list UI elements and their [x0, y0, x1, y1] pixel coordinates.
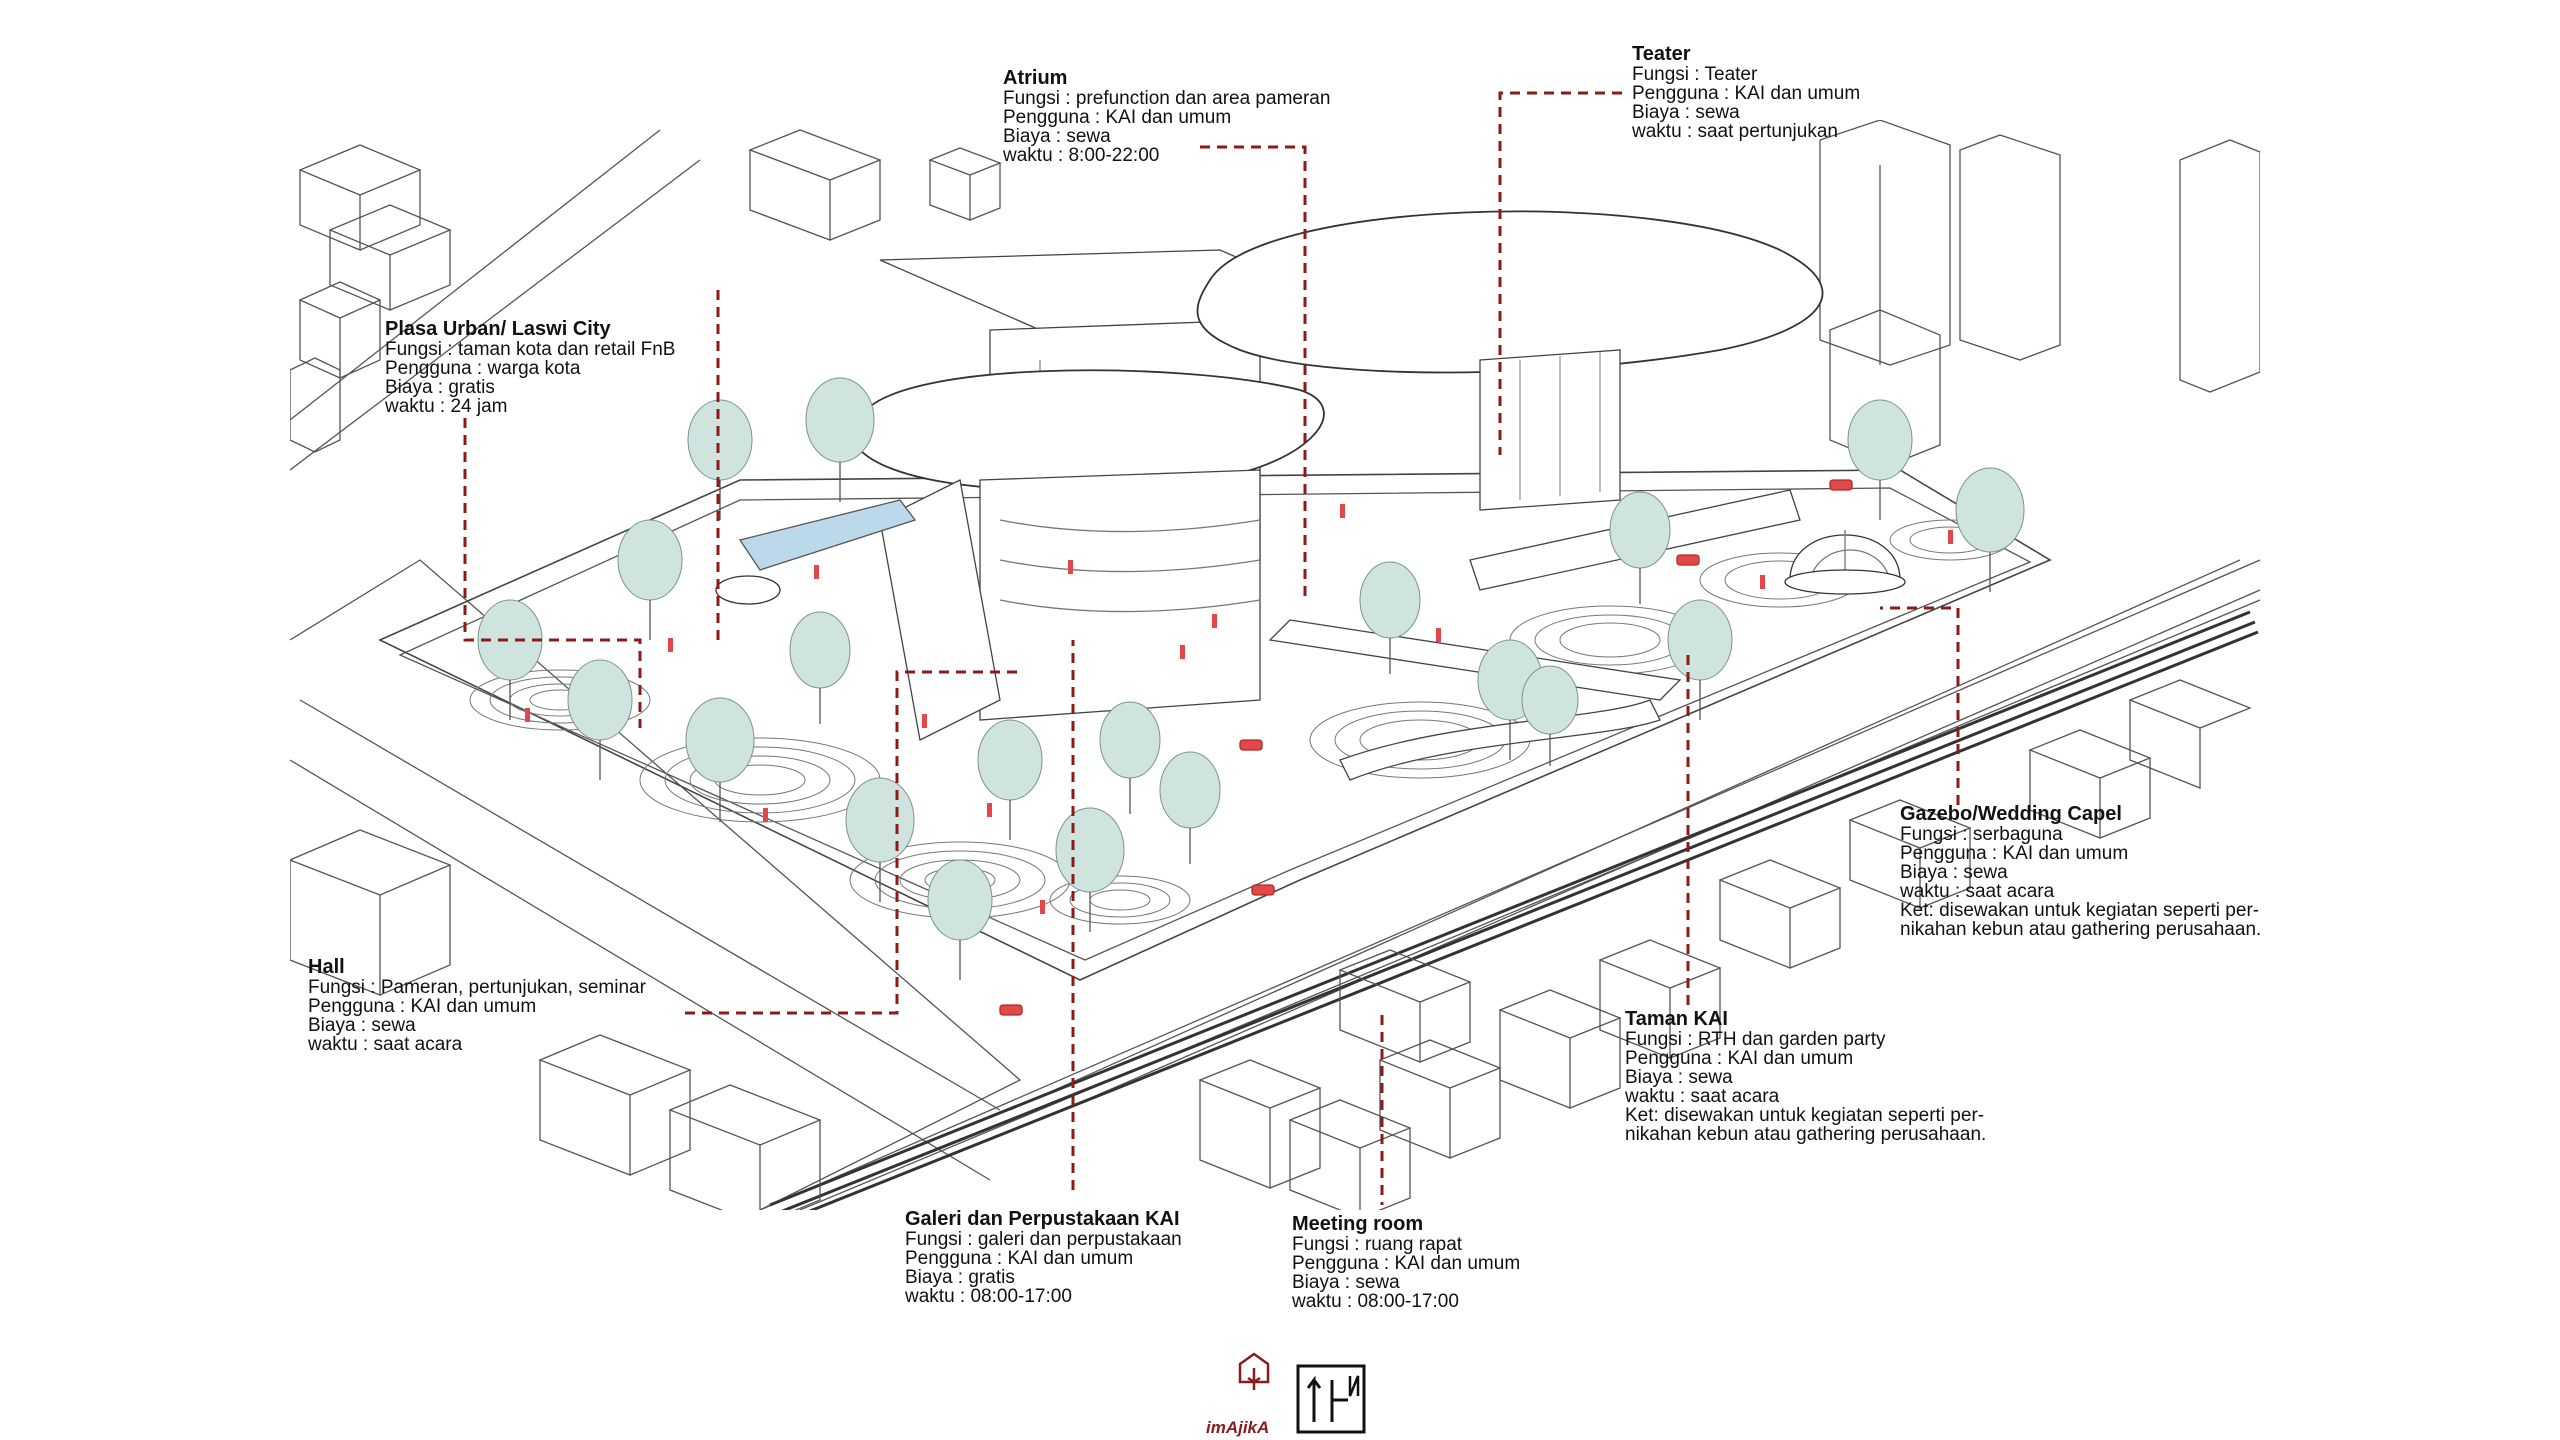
label-taman-line: Pengguna : KAI dan umum: [1625, 1048, 1854, 1069]
label-teater-line: Pengguna : KAI dan umum: [1632, 83, 1861, 104]
label-hall: Hall Fungsi : Pameran, pertunjukan, semi…: [308, 956, 646, 1055]
label-hall-line: Pengguna : KAI dan umum: [308, 996, 537, 1017]
label-teater-line: waktu : saat pertunjukan: [1632, 121, 1838, 142]
label-taman-title: Taman KAI: [1625, 1008, 1728, 1030]
label-hall-line: Biaya : sewa: [308, 1015, 416, 1036]
label-taman-line: Fungsi : RTH dan garden party: [1625, 1029, 1886, 1050]
railway: [769, 610, 2259, 1210]
label-gazebo-line: Biaya : sewa: [1900, 862, 2008, 883]
label-galeri-line: Pengguna : KAI dan umum: [905, 1248, 1134, 1269]
leader-hall: [685, 670, 1018, 1015]
gazebo-dome: [1784, 530, 1906, 595]
label-plasa: Plasa Urban/ Laswi City Fungsi : taman k…: [385, 318, 676, 417]
label-galeri-title: Galeri dan Perpustakaan KAI: [905, 1208, 1180, 1230]
label-meeting-title: Meeting room: [1292, 1213, 1424, 1235]
brand-wordmark: imAjikA: [1206, 1418, 1270, 1437]
label-gazebo-line: Fungsi : serbaguna: [1900, 824, 2063, 845]
label-hall-line: Fungsi : Pameran, pertunjukan, seminar: [308, 977, 646, 998]
label-galeri-line: Biaya : gratis: [905, 1267, 1015, 1288]
label-gazebo-line: Ket: disewakan untuk kegiatan seperti pe…: [1900, 900, 2260, 921]
label-taman: Taman KAI Fungsi : RTH dan garden party …: [1625, 1008, 1987, 1145]
label-gazebo-line: Pengguna : KAI dan umum: [1900, 843, 2129, 864]
trees: [477, 377, 2025, 941]
label-gazebo-line: nikahan kebun atau gathering perusahaan.: [1900, 919, 2262, 940]
leader-plasa: [463, 290, 720, 728]
people: [525, 504, 1953, 914]
label-hall-title: Hall: [308, 956, 345, 978]
context-buildings: [290, 120, 2260, 1210]
leader-lines: [463, 91, 1960, 1205]
imajika-logo-icon: [1238, 1352, 1270, 1390]
label-plasa-line: Pengguna : warga kota: [385, 358, 581, 379]
label-galeri: Galeri dan Perpustakaan KAI Fungsi : gal…: [905, 1208, 1182, 1307]
label-teater: Teater Fungsi : Teater Pengguna : KAI da…: [1632, 43, 1861, 142]
label-taman-line: Ket: disewakan untuk kegiatan seperti pe…: [1625, 1105, 1985, 1126]
label-meeting-line: waktu : 08:00-17:00: [1292, 1291, 1459, 1312]
leader-atrium: [1200, 145, 1307, 600]
label-plasa-line: waktu : 24 jam: [385, 396, 508, 417]
label-atrium-line: waktu : 8:00-22:00: [1003, 145, 1160, 166]
leader-teater: [1498, 91, 1622, 455]
label-atrium-line: Biaya : sewa: [1003, 126, 1111, 147]
drawing-base: [290, 120, 2260, 1210]
label-meeting: Meeting room Fungsi : ruang rapat Penggu…: [1292, 1213, 1521, 1312]
label-plasa-line: Biaya : gratis: [385, 377, 495, 398]
label-gazebo: Gazebo/Wedding Capel Fungsi : serbaguna …: [1900, 803, 2262, 940]
label-plasa-line: Fungsi : taman kota dan retail FnB: [385, 339, 676, 360]
label-atrium-line: Pengguna : KAI dan umum: [1003, 107, 1232, 128]
pavilion: [715, 575, 781, 605]
label-teater-line: Biaya : sewa: [1632, 102, 1740, 123]
label-taman-line: waktu : saat acara: [1625, 1086, 1780, 1107]
label-galeri-line: waktu : 08:00-17:00: [905, 1286, 1072, 1307]
site-platform: [378, 469, 2052, 981]
north-arrow-icon: [1296, 1364, 1366, 1434]
label-galeri-line: Fungsi : galeri dan perpustakaan: [905, 1229, 1182, 1250]
label-atrium-line: Fungsi : prefunction dan area pameran: [1003, 88, 1331, 109]
label-meeting-line: Fungsi : ruang rapat: [1292, 1234, 1463, 1255]
label-atrium-title: Atrium: [1003, 67, 1068, 89]
label-meeting-line: Pengguna : KAI dan umum: [1292, 1253, 1521, 1274]
pool: [738, 499, 917, 571]
label-hall-line: waktu : saat acara: [308, 1034, 463, 1055]
label-meeting-line: Biaya : sewa: [1292, 1272, 1400, 1293]
roads: [290, 129, 2260, 1210]
cars: [999, 479, 1853, 1016]
label-teater-line: Fungsi : Teater: [1632, 64, 1758, 85]
label-gazebo-line: waktu : saat acara: [1900, 881, 2055, 902]
tree-trunks: [509, 462, 1991, 980]
label-taman-line: nikahan kebun atau gathering perusahaan.: [1625, 1124, 1987, 1145]
label-taman-line: Biaya : sewa: [1625, 1067, 1733, 1088]
label-gazebo-title: Gazebo/Wedding Capel: [1900, 803, 2122, 825]
main-building: [859, 210, 1824, 781]
label-plasa-title: Plasa Urban/ Laswi City: [385, 318, 611, 340]
leader-gazebo: [1880, 606, 1960, 805]
label-teater-title: Teater: [1632, 43, 1691, 65]
label-atrium: Atrium Fungsi : prefunction dan area pam…: [1003, 67, 1331, 166]
